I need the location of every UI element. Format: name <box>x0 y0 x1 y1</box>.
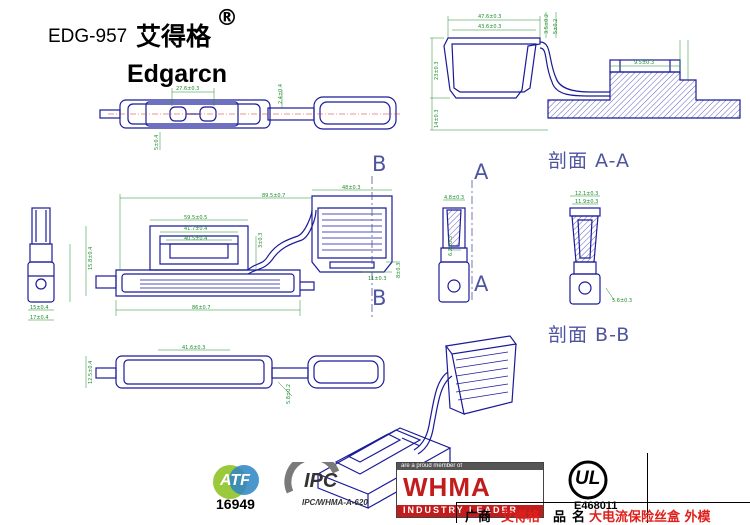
section-aa-label: 剖面 A-A <box>548 150 631 172</box>
front-view-ribs <box>140 213 382 289</box>
dim-cap-side-a: 3.5±0.2 <box>544 13 550 34</box>
cut-mark-a-top: A <box>474 160 489 184</box>
company-label: 广商 <box>465 510 492 525</box>
front-view <box>95 195 393 297</box>
section-bb-label: 剖面 B-B <box>548 324 631 346</box>
dim-cap-side-b: 5±0.2 <box>553 18 559 34</box>
dim-front-c: 40.5±0.4 <box>184 236 208 242</box>
left-side-view <box>27 207 55 303</box>
dim-front-height: 15.8±0.4 <box>88 246 94 270</box>
dim-bb-top: 12.1±0.3 <box>575 191 599 197</box>
whma-logo-text: WHMA <box>403 472 491 502</box>
dim-bottom-side: 5.8±0.2 <box>286 383 292 404</box>
atf-logo-text: ATF <box>220 472 250 489</box>
dim-front-cap-h: 11±0.3 <box>368 276 387 282</box>
dim-bb-mid: 11.9±0.3 <box>575 199 599 205</box>
bottom-view <box>95 355 385 389</box>
brand-name-en: Edgarcn <box>127 60 228 88</box>
section-bb-view <box>569 207 601 305</box>
dim-aa-top: 4.8±0.3 <box>444 195 465 201</box>
atf-code: 16949 <box>216 496 255 512</box>
title-block: 广商 艾得格 品名 大电流保险丝盒 外模 <box>456 453 750 525</box>
section-aa-view <box>438 207 470 303</box>
company-value: 艾得格 <box>501 510 541 525</box>
dim-bb-hole: 5.6±0.3 <box>612 298 633 304</box>
dim-cap-width: 47.6±0.3 <box>478 14 502 20</box>
dim-top-side: 5±0.4 <box>154 134 160 150</box>
dim-top-height: 2.4±0.4 <box>278 83 284 104</box>
dim-holder-width: 9.5±0.3 <box>634 60 655 66</box>
ipc-caption: IPC/WHMA-A-620 <box>302 498 368 507</box>
dim-bottom-width: 41.6±0.3 <box>182 345 206 351</box>
ipc-logo: IPC IPC/WHMA-A-620 <box>284 462 384 512</box>
dim-cap-height: 23±0.3 <box>434 61 440 80</box>
ul-code: E468011 <box>574 500 618 512</box>
dim-front-small: 8±0.3 <box>396 262 402 278</box>
product-value: 大电流保险丝盒 外模 <box>589 510 711 525</box>
dim-cap-inner: 43.6±0.3 <box>478 24 502 30</box>
cut-mark-b-top: B <box>372 152 387 176</box>
ul-logo: UL E468011 <box>566 460 646 516</box>
whma-top-bar <box>397 463 543 470</box>
dim-front-base: 86±0.7 <box>192 305 211 311</box>
dim-cap-body: 14±0.3 <box>434 109 440 128</box>
model-number: EDG-957 <box>48 26 128 47</box>
ul-mark: UL <box>575 468 601 489</box>
title-block-divider <box>647 453 648 523</box>
cap-side-view <box>443 37 741 119</box>
whma-industry: INDUSTRY LEADER <box>403 505 519 515</box>
whma-logo: are a proud member of WHMA INDUSTRY LEAD… <box>396 462 544 518</box>
registered-mark: ® <box>216 6 238 31</box>
dim-side-w1: 15±0.4 <box>30 305 49 311</box>
whma-tagline: are a proud member of <box>401 463 463 469</box>
product-label: 品名 <box>553 510 592 525</box>
brand-name-cn: 艾得格 <box>136 22 212 51</box>
dim-top-width: 27.6±0.3 <box>176 86 200 92</box>
dim-front-cap: 48±0.3 <box>342 185 361 191</box>
dim-front-d: 3±0.3 <box>258 232 264 248</box>
top-view <box>99 96 400 130</box>
dim-bottom-h: 12.5±0.4 <box>88 360 94 384</box>
dim-aa-mid: 6.2±0.3 <box>448 235 454 256</box>
cut-mark-b-bottom: B <box>372 286 387 310</box>
cut-mark-a-bottom: A <box>474 272 489 296</box>
ipc-logo-text: IPC <box>304 470 338 492</box>
dim-front-overall: 89.5±0.7 <box>262 193 286 199</box>
whma-bottom-bar <box>397 505 543 517</box>
atf-logo: ATF 16949 <box>206 462 268 512</box>
dim-front-b: 41.7±0.4 <box>184 226 208 232</box>
dim-front-a: 59.5±0.5 <box>184 215 208 221</box>
dim-side-w2: 17±0.4 <box>30 315 49 321</box>
